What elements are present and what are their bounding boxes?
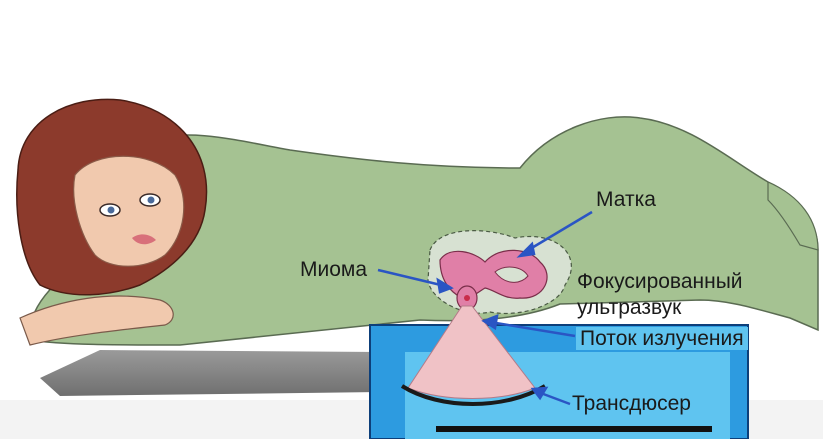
label-focused-ultrasound-line2: ультразвук [577, 296, 681, 319]
focus-point [464, 295, 470, 301]
label-myoma: Миома [300, 258, 367, 281]
table-surface [40, 350, 380, 396]
label-beam-flow: Поток излучения [576, 327, 748, 350]
right-iris [148, 197, 155, 204]
tank-base-bar [436, 426, 712, 432]
label-transducer: Трансдюсер [572, 392, 691, 415]
uterus [440, 250, 547, 298]
label-focused-ultrasound-line1: Фокусированный [577, 270, 743, 293]
label-uterus: Матка [596, 188, 656, 211]
left-iris [108, 207, 115, 214]
